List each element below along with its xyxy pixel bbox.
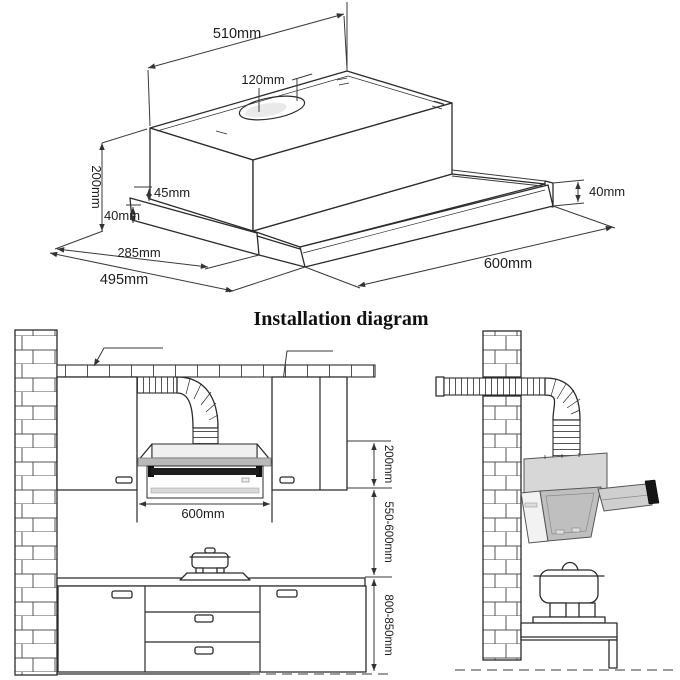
cabinet-handle [279, 476, 295, 484]
base-cabinet-dividers [144, 585, 261, 673]
callout-arrow-cabinet [280, 350, 333, 389]
duct-vertical [192, 427, 219, 447]
dim-top-width-label: 510mm [213, 26, 261, 42]
duct-bend [176, 376, 219, 429]
pot-leg-side [578, 602, 596, 618]
hood-body-drawing [129, 70, 554, 268]
hood-width-extension-lines [136, 489, 273, 523]
hood-grey-bar [137, 457, 272, 467]
dim-hood-width-label: 600mm [181, 506, 224, 521]
dim-front-inset: 45mm [134, 185, 190, 201]
dim-cabinet-section-label: 200mm [382, 445, 394, 483]
base-cabinets [57, 585, 367, 673]
duct-horizontal-side [443, 377, 546, 396]
pot-lid-knob-side [561, 561, 579, 571]
dim-total-width: 600mm [304, 205, 616, 289]
lamp-mark [555, 529, 565, 535]
dim-base-thickness-left: 40mm [104, 204, 141, 223]
duct-bend-side [544, 377, 581, 421]
dim-total-depth-label: 495mm [100, 272, 148, 288]
brick-column-side [482, 395, 522, 661]
screw-slot-marks [215, 77, 445, 135]
product-isometric-view: 510mm 120mm 200mm 45mm 40mm 285mm [49, 2, 625, 293]
cabinet-handle [115, 476, 133, 484]
pot-leg [216, 567, 225, 574]
dim-height-label: 200mm [89, 165, 104, 208]
slide-rails [451, 169, 546, 187]
vent-hole [238, 95, 306, 121]
pot-body-side [539, 569, 599, 604]
lamp-mark [571, 527, 581, 533]
burner-stand [179, 572, 251, 581]
control-panel [524, 502, 538, 508]
dim-hood-width: 600mm [139, 501, 270, 521]
dim-counter-to-floor-label: 800-850mm [382, 594, 394, 655]
base-cabinet-outline [57, 585, 367, 673]
filter-face [539, 486, 602, 542]
duct-bend-ribs-side [550, 378, 581, 415]
brick-column [14, 329, 58, 676]
dim-total-depth: 495mm [49, 251, 306, 293]
dim-base-thickness-right: 40mm [552, 179, 625, 207]
top-face-inner-line [156, 75, 446, 132]
installation-front-view: 600mm 200mm 550-600mm 800 [14, 329, 394, 676]
dim-vent-label: 120mm [241, 72, 284, 87]
installation-side-view [435, 330, 678, 671]
pot-leg [195, 567, 204, 574]
table-leg [608, 639, 618, 669]
drawer-handle [194, 614, 214, 623]
hood-top-band [151, 443, 258, 459]
hood-front-view [136, 443, 273, 499]
pot-lid-knob [204, 547, 216, 554]
dim-total-width-label: 600mm [484, 256, 532, 272]
door-handle [111, 590, 133, 599]
dim-top-width: 510mm [147, 2, 348, 127]
dim-base-right-label: 40mm [589, 184, 625, 199]
cover-marks [544, 453, 580, 459]
dim-front-inset-label: 45mm [154, 185, 190, 200]
dim-hood-to-counter-label: 550-600mm [382, 501, 394, 562]
upper-cabinet-right [271, 376, 348, 491]
dim-vent-diameter: 120mm [241, 72, 313, 112]
duct-end-flange [435, 376, 445, 397]
vent-shading [245, 102, 287, 118]
pot-front-view [179, 547, 251, 581]
brick-column-stub [482, 330, 522, 378]
slab-visor-step [256, 235, 306, 268]
dim-inner-depth: 285mm [56, 245, 260, 270]
pot-leg-side [549, 602, 567, 618]
duct-vertical-side [552, 419, 581, 461]
visor-line [600, 494, 650, 501]
dim-base-left-label: 40mm [104, 208, 140, 223]
visor-handle [644, 479, 660, 505]
visor-front-line [302, 189, 546, 254]
pot-side-view [532, 561, 606, 624]
dim-height: 200mm [54, 128, 148, 250]
table-side-view [520, 622, 618, 669]
door-handle [276, 589, 298, 598]
hood-switch [241, 477, 250, 483]
drawer-handle [194, 646, 214, 655]
pot-body [191, 552, 229, 569]
filter-inner-frame [545, 492, 595, 535]
hood-glass-band [151, 468, 259, 475]
hood-side-view [520, 452, 660, 544]
table-top [520, 622, 618, 641]
hood-lower-strip [150, 487, 260, 494]
height-dimension-stack: 200mm 550-600mm 800-850mm [347, 440, 394, 671]
upper-cabinet-left [56, 376, 138, 491]
page-title: Installation diagram [253, 308, 428, 330]
brick-soffit-course [56, 364, 376, 378]
dim-inner-depth-label: 285mm [117, 245, 160, 260]
duct-bend-ribs [185, 378, 219, 421]
hood-right-face [252, 102, 453, 232]
burner-base [532, 616, 606, 624]
callout-arrow-soffit [93, 347, 163, 367]
